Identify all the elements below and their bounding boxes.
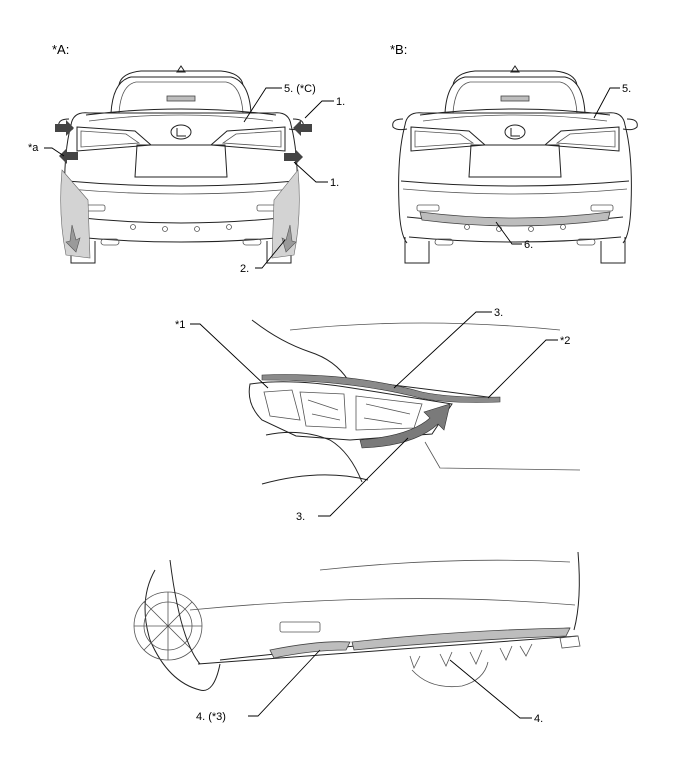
left-bumper-side-highlight: [60, 169, 91, 259]
leader-a-part5: [243, 87, 282, 123]
leader-bumper-part4-left: [248, 649, 321, 717]
callout-detail-star1: *1: [175, 319, 185, 331]
callout-bumper-part4-right: 4.: [534, 713, 543, 725]
detail-corner-cap: [559, 635, 581, 649]
leader-bumper-part4-right: [449, 659, 532, 719]
detail-tail-lamp-view: *1 3. *2 3.: [175, 307, 581, 523]
detail-garnish-highlight: [261, 374, 501, 403]
detail-lamp-lens-3: [355, 395, 423, 431]
callout-a-part1-top: 1.: [336, 96, 345, 108]
detail-exhaust: [411, 661, 489, 688]
leader-a-star-a: [44, 147, 65, 157]
detail-roof-line: [289, 322, 561, 331]
detail-lower-line: [261, 474, 369, 485]
detail-bumper-lower-1: [197, 635, 579, 665]
detail-rear-edge: [573, 551, 580, 631]
leader-a-part2: [255, 239, 286, 269]
leader-detail-part3-top: [393, 311, 492, 389]
callout-b-part5: 5.: [622, 83, 631, 95]
detail-lamp-lens-1: [263, 389, 301, 421]
arrow-right-upper: [293, 120, 312, 136]
arrow-pull-down-left: [65, 224, 81, 253]
detail-trunk-line: [319, 559, 571, 571]
view-b-car-rear: [392, 65, 638, 264]
detail-body-line-1: [251, 319, 349, 381]
view-a-label: *A:: [52, 42, 69, 57]
callout-b-part6: 6.: [524, 239, 533, 251]
callout-bumper-part4-left: 4. (*3): [196, 711, 226, 723]
leader-b-part6: [495, 221, 522, 245]
detail-body-edge: [169, 559, 201, 665]
arrow-right-lower: [284, 149, 303, 165]
detail-removal-arrow: [359, 403, 451, 449]
detail-lower-cover-left: [269, 641, 351, 659]
leader-a-part1-top: [304, 100, 334, 119]
view-b: *B: 5. 6.: [390, 42, 638, 264]
leader-detail-star1: [190, 323, 269, 389]
detail-wheel-arch: [144, 569, 221, 691]
arrow-left-lower: [59, 148, 78, 164]
arrow-pull-down-right: [281, 224, 297, 253]
right-bumper-side-highlight: [271, 169, 300, 259]
detail-fender-line: [265, 431, 363, 483]
detail-plate-line: [424, 441, 581, 471]
callout-a-part2: 2.: [240, 263, 249, 275]
detail-lamp-lens-2: [299, 391, 347, 429]
callout-a-part5: 5. (*C): [284, 83, 316, 95]
detail-bumper-view: 4. (*3) 4.: [133, 551, 581, 725]
callout-detail-part3-bottom: 3.: [296, 511, 305, 523]
callout-a-star-a: *a: [28, 142, 39, 154]
leader-detail-part3-bottom: [318, 437, 409, 517]
callout-detail-star2: *2: [560, 335, 570, 347]
leader-a-part1-bottom: [293, 161, 328, 183]
detail-reflector: [279, 621, 321, 633]
detail-wheel-spokes: [134, 592, 202, 660]
detail-lower-cover-right: [351, 627, 571, 651]
callout-a-part1-bottom: 1.: [330, 177, 339, 189]
arrow-left-upper: [55, 120, 74, 136]
detail-tail-lamp-outer: [248, 381, 453, 441]
detail-body-crease: [189, 598, 576, 611]
view-b-label: *B:: [390, 42, 407, 57]
detail-lamp-inner-strokes: [307, 399, 411, 425]
detail-diffuser-fins: [409, 643, 533, 670]
leader-b-part5: [593, 87, 620, 119]
view-a-car-rear: [58, 65, 304, 264]
view-a: *A: 5. (*C) 1. 1. *a 2.: [28, 42, 345, 275]
lower-bumper-highlight: [419, 211, 611, 227]
leader-detail-star2: [487, 339, 558, 399]
callout-detail-part3-top: 3.: [494, 307, 503, 319]
